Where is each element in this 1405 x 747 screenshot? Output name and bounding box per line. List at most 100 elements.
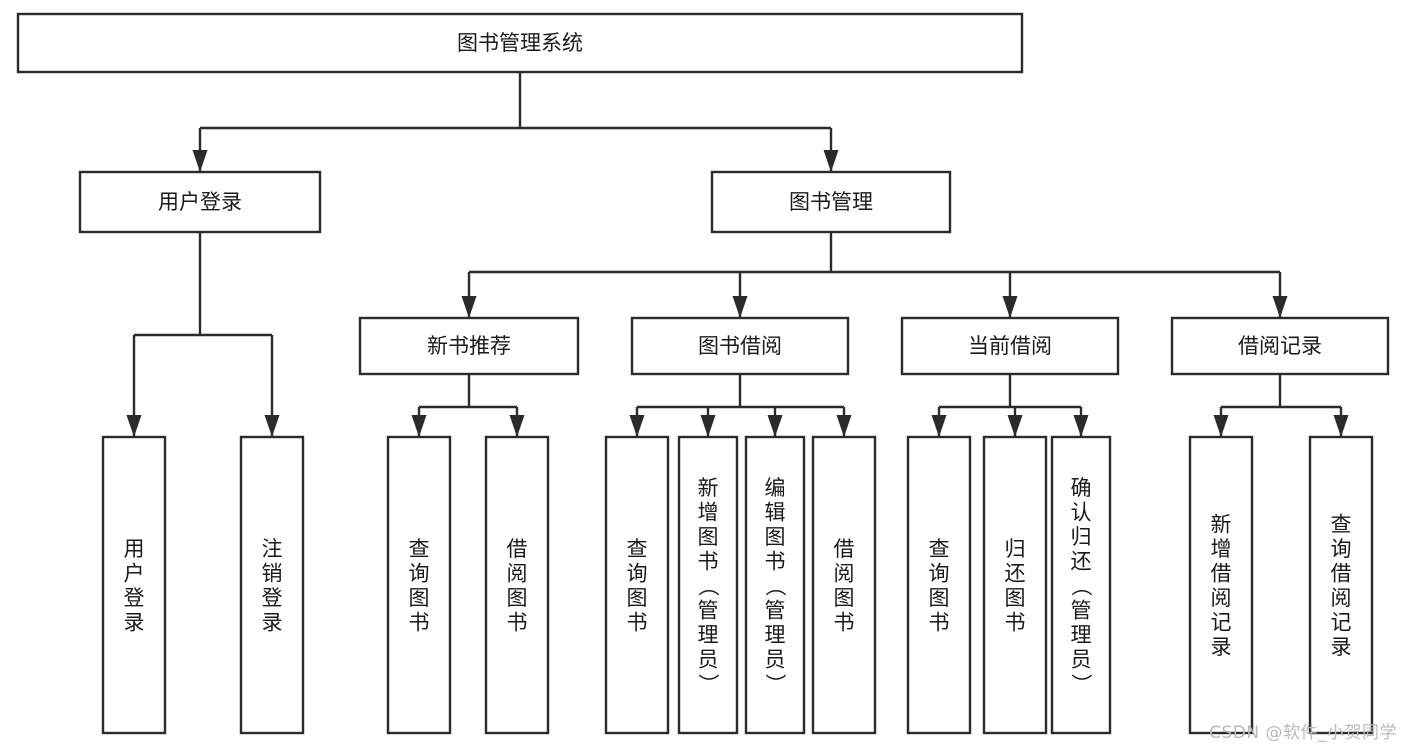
node-label-cb-query-book-char-3: 书	[929, 611, 950, 635]
arrow-user-logout	[264, 415, 280, 437]
node-root[interactable]: 图书管理系统	[16, 12, 1024, 74]
node-label-bb-borrow-book-char-0: 借	[834, 537, 855, 561]
node-label-cb-confirm-return-char-5: 管	[1071, 598, 1092, 622]
node-box-bb-add-book[interactable]	[677, 435, 739, 735]
arrow-user-login	[192, 150, 208, 172]
node-box-bb-edit-book[interactable]	[744, 435, 806, 735]
node-label-nbr-query-book-char-3: 书	[409, 611, 430, 635]
node-box-nbr-query-book[interactable]	[386, 435, 452, 735]
node-box-cb-return-book[interactable]	[982, 435, 1048, 735]
node-box-cb-query-book[interactable]	[906, 435, 972, 735]
node-box-user-login-do[interactable]	[101, 435, 167, 735]
arrow-cb-return-book	[1007, 415, 1023, 437]
node-user-login-do[interactable]: 用户登录	[101, 435, 167, 735]
node-label-br-add-record-char-3: 阅	[1211, 586, 1232, 610]
node-label-br-query-record-char-5: 录	[1331, 635, 1352, 659]
arrow-nbr-borrow-book	[509, 415, 525, 437]
node-label-cb-confirm-return-char-4: （	[1069, 575, 1093, 596]
node-box-current-borrow[interactable]	[900, 316, 1120, 376]
node-box-bb-borrow-book[interactable]	[811, 435, 877, 735]
arrow-new-book-recommend	[461, 296, 477, 318]
node-label-bb-query-book-char-2: 图	[627, 586, 648, 610]
node-label-bb-edit-book-char-3: 书	[765, 549, 786, 573]
node-label-user-login-do-char-3: 录	[124, 611, 145, 635]
node-label-bb-add-book-char-0: 新	[698, 476, 719, 500]
node-box-root[interactable]	[16, 12, 1024, 74]
node-label-nbr-borrow-book-char-2: 图	[507, 586, 528, 610]
node-label-bb-add-book-char-1: 增	[698, 500, 719, 524]
node-new-book-recommend[interactable]: 新书推荐	[358, 316, 580, 376]
arrow-br-add-record	[1213, 415, 1229, 437]
node-box-new-book-recommend[interactable]	[358, 316, 580, 376]
node-book-borrow[interactable]: 图书借阅	[630, 316, 850, 376]
node-box-book-manage[interactable]	[710, 170, 952, 234]
node-label-bb-edit-book-char-0: 编	[765, 476, 786, 500]
node-label-cb-confirm-return-char-0: 确	[1071, 476, 1092, 500]
node-label-cb-return-book-char-0: 归	[1005, 537, 1026, 561]
connector-layer	[126, 72, 1349, 437]
node-box-user-logout[interactable]	[239, 435, 305, 735]
arrow-borrow-record	[1272, 296, 1288, 318]
node-label-book-manage: 图书管理	[789, 190, 873, 214]
arrow-current-borrow	[1002, 296, 1018, 318]
node-label-cb-query-book-char-0: 查	[929, 537, 950, 561]
node-box-nbr-borrow-book[interactable]	[484, 435, 550, 735]
node-label-borrow-record: 借阅记录	[1238, 334, 1322, 358]
node-label-bb-add-book-char-2: 图	[698, 525, 719, 549]
node-box-br-query-record[interactable]	[1308, 435, 1374, 735]
node-user-login[interactable]: 用户登录	[78, 170, 322, 234]
node-book-manage[interactable]: 图书管理	[710, 170, 952, 234]
node-label-br-add-record-char-0: 新	[1211, 513, 1232, 537]
node-label-br-query-record-char-1: 询	[1331, 537, 1352, 561]
node-borrow-record[interactable]: 借阅记录	[1170, 316, 1390, 376]
node-label-bb-add-book-char-3: 书	[698, 549, 719, 573]
arrow-cb-query-book	[931, 415, 947, 437]
node-box-br-add-record[interactable]	[1188, 435, 1254, 735]
node-box-book-borrow[interactable]	[630, 316, 850, 376]
node-box-user-login[interactable]	[78, 170, 322, 234]
node-label-bb-add-book-char-6: 理	[698, 623, 719, 647]
node-box-borrow-record[interactable]	[1170, 316, 1390, 376]
node-box-bb-query-book[interactable]	[604, 435, 670, 735]
node-label-br-add-record-char-5: 录	[1211, 635, 1232, 659]
node-label-cb-confirm-return-char-7: 员	[1071, 647, 1092, 671]
node-current-borrow[interactable]: 当前借阅	[900, 316, 1120, 376]
arrow-bb-edit-book	[767, 415, 783, 437]
node-label-bb-borrow-book-char-1: 阅	[834, 562, 855, 586]
node-box-cb-confirm-return[interactable]	[1050, 435, 1112, 735]
node-label-cb-confirm-return-char-6: 理	[1071, 623, 1092, 647]
node-label-bb-add-book-char-8: ）	[696, 673, 720, 694]
node-label-br-query-record-char-4: 记	[1331, 611, 1352, 635]
node-label-br-query-record-char-3: 阅	[1331, 586, 1352, 610]
node-label-bb-edit-book-char-1: 辑	[765, 500, 786, 524]
node-label-user-logout-char-1: 销	[262, 562, 283, 586]
node-label-nbr-query-book-char-1: 询	[409, 562, 430, 586]
node-label-book-borrow: 图书借阅	[698, 334, 782, 358]
node-label-nbr-query-book-char-2: 图	[409, 586, 430, 610]
node-label-cb-confirm-return-char-2: 归	[1071, 525, 1092, 549]
node-label-cb-confirm-return-char-3: 还	[1071, 549, 1092, 573]
node-label-cb-query-book-char-1: 询	[929, 562, 950, 586]
node-label-cb-return-book-char-3: 书	[1005, 611, 1026, 635]
node-label-root: 图书管理系统	[457, 31, 583, 55]
node-label-br-query-record-char-0: 查	[1331, 513, 1352, 537]
node-label-bb-query-book-char-1: 询	[627, 562, 648, 586]
node-label-bb-add-book-char-7: 员	[698, 647, 719, 671]
node-label-cb-return-book-char-1: 还	[1005, 562, 1026, 586]
node-label-bb-edit-book-char-4: （	[763, 575, 787, 596]
node-label-br-add-record-char-1: 增	[1211, 537, 1232, 561]
node-label-bb-query-book-char-0: 查	[627, 537, 648, 561]
